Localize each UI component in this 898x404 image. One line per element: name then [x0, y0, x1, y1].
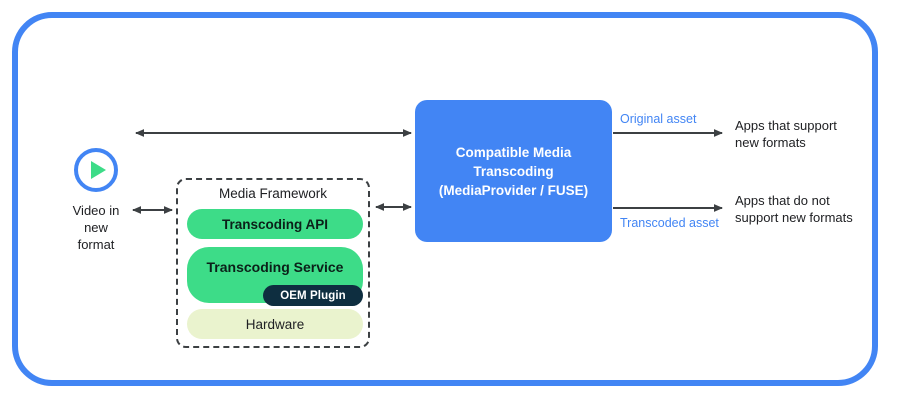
media-framework-container: Media Framework Transcoding API Transcod… — [176, 178, 370, 348]
original-asset-label: Original asset — [620, 112, 697, 126]
hardware-block[interactable]: Hardware — [187, 309, 363, 339]
transcoding-service-label: Transcoding Service — [206, 259, 344, 275]
media-framework-title: Media Framework — [218, 186, 328, 201]
video-source-group: Video in new format — [38, 146, 154, 253]
apps-no-support-new-formats-label: Apps that do not support new formats — [735, 193, 853, 225]
hardware-label: Hardware — [245, 316, 305, 332]
oem-plugin-label: OEM Plugin — [280, 289, 346, 302]
apps-support-new-formats-label: Apps that support new formats — [735, 118, 837, 150]
transcoding-api-label: Transcoding API — [221, 216, 329, 232]
transcoded-asset-label: Transcoded asset — [620, 216, 719, 230]
cmt-box-label: Compatible Media Transcoding (MediaProvi… — [438, 144, 589, 198]
oem-plugin-badge[interactable]: OEM Plugin — [263, 285, 363, 306]
play-circle-icon — [72, 146, 120, 194]
compatible-media-transcoding-box[interactable]: Compatible Media Transcoding (MediaProvi… — [415, 100, 612, 242]
video-source-label: Video in new format — [72, 203, 120, 252]
transcoding-api-block[interactable]: Transcoding API — [187, 209, 363, 239]
